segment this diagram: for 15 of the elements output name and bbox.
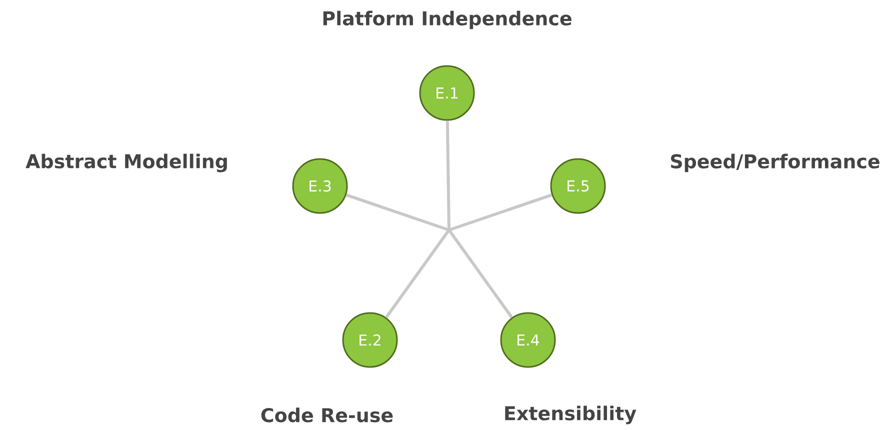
circle-node: E.4 [500,312,556,368]
circle-node: E.3 [292,158,348,214]
node-caption: Extensibility [505,406,636,424]
node-caption: Abstract Modelling [26,154,227,172]
circle-node: E.5 [550,158,606,214]
circle-node: E.1 [419,65,475,121]
node-caption: Speed/Performance [670,154,880,172]
connector-line [448,194,552,232]
connector-line [384,229,450,318]
connector-line [446,120,450,230]
node-caption: Platform Independence [323,10,572,30]
circle-node: E.2 [342,312,398,368]
node-caption: Code Re-use [261,408,393,422]
connector-line [346,194,450,232]
connector-line [448,229,514,318]
